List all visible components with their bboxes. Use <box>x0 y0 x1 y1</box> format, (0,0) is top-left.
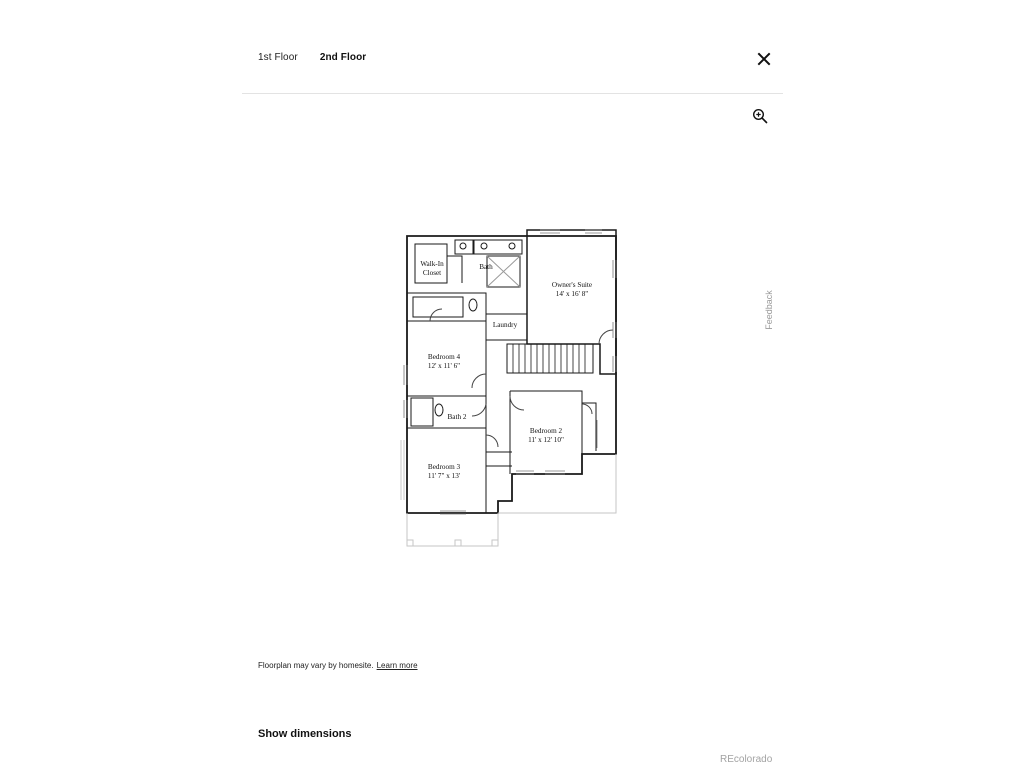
bedroom-3-name: Bedroom 3 <box>428 463 461 471</box>
bedroom-4-dims: 12' x 11' 6" <box>428 362 460 370</box>
bath-2-label: Bath 2 <box>448 413 467 421</box>
walkin-closet-label-2: Closet <box>423 269 441 277</box>
owners-suite-name: Owner's Suite <box>552 281 592 289</box>
show-dimensions-button[interactable]: Show dimensions <box>258 728 352 740</box>
tab-1st-floor[interactable]: 1st Floor <box>258 52 298 63</box>
zoom-in-icon <box>752 108 768 124</box>
disclaimer-text: Floorplan may vary by homesite. <box>258 661 374 670</box>
header-divider <box>242 93 783 94</box>
tab-2nd-floor[interactable]: 2nd Floor <box>319 52 367 63</box>
bedroom-2-name: Bedroom 2 <box>530 427 563 435</box>
walkin-closet-label-1: Walk-In <box>420 260 444 268</box>
floorplan-image[interactable]: Walk-In Closet Bath Owner's Suite 14' x … <box>398 228 624 552</box>
floor-tabs: 1st Floor 2nd Floor <box>258 52 366 63</box>
learn-more-link[interactable]: Learn more <box>376 661 418 670</box>
close-icon <box>757 52 771 66</box>
bedroom-2-dims: 11' x 12' 10" <box>528 436 564 444</box>
feedback-tab[interactable]: Feedback <box>762 288 776 332</box>
bath-label: Bath <box>479 263 493 271</box>
bedroom-3-dims: 11' 7" x 13' <box>428 472 460 480</box>
brand-watermark: REcolorado <box>720 754 773 765</box>
bedroom-4-name: Bedroom 4 <box>428 353 461 361</box>
laundry-label: Laundry <box>493 321 518 329</box>
floorplan-disclaimer: Floorplan may vary by homesite.Learn mor… <box>258 661 418 670</box>
feedback-label: Feedback <box>764 290 774 330</box>
owners-suite-dims: 14' x 16' 8" <box>556 290 589 298</box>
close-button[interactable] <box>755 50 773 68</box>
zoom-in-button[interactable] <box>752 108 768 124</box>
